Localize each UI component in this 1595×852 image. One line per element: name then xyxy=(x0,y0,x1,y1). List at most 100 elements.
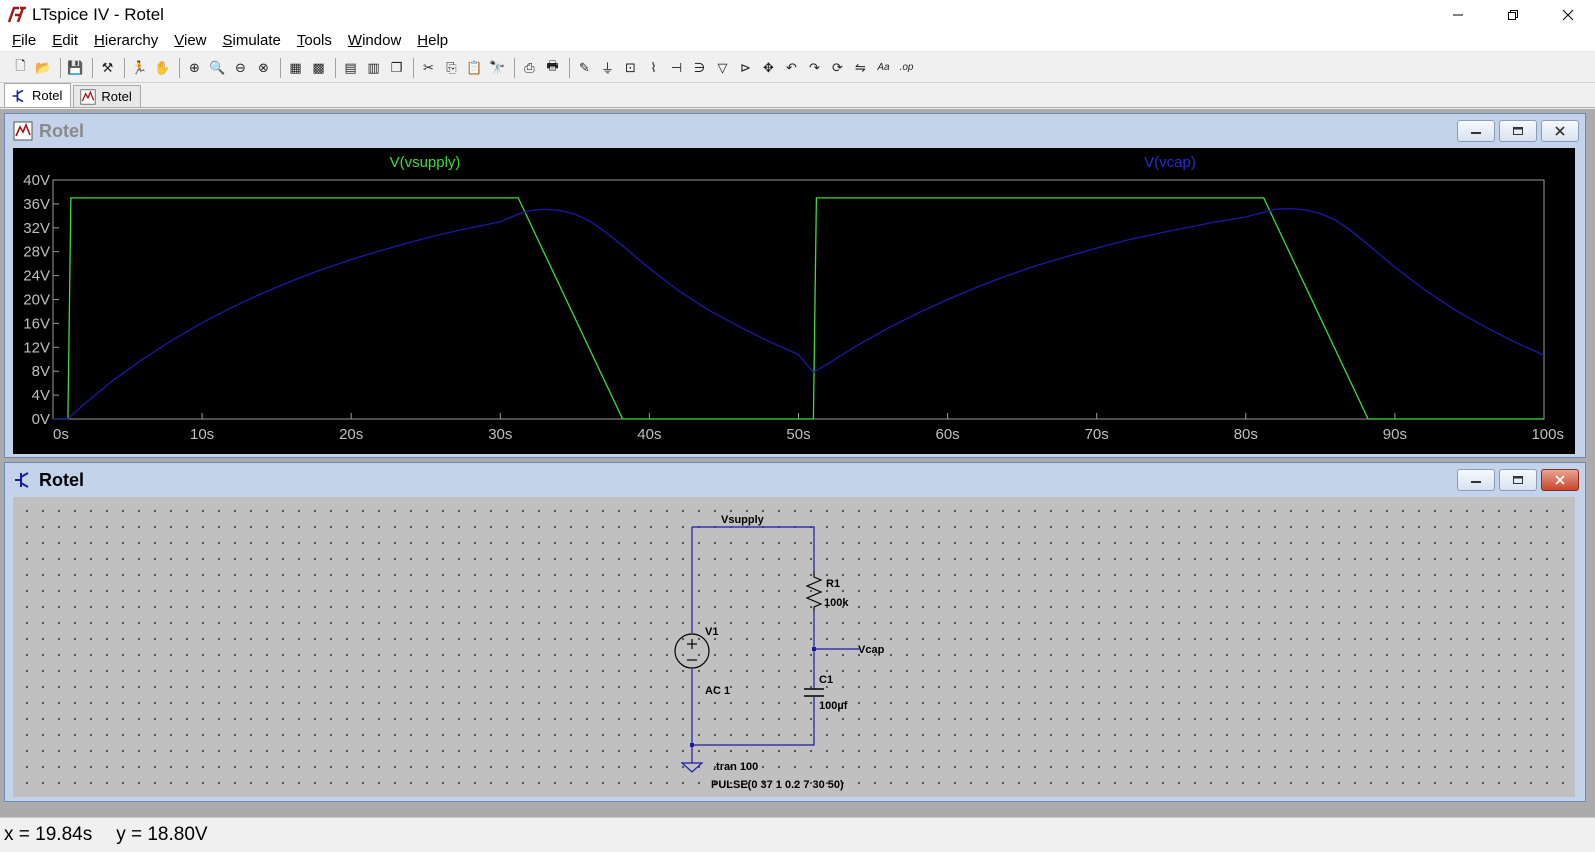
menu-help[interactable]: Help xyxy=(417,32,449,49)
zoom-area-icon: 🔍 xyxy=(209,59,226,75)
menu-tools[interactable]: Tools xyxy=(296,32,332,49)
c1-name[interactable]: C1 xyxy=(819,674,833,686)
undo-button[interactable]: ↶ xyxy=(781,57,802,79)
autorange-button[interactable]: ▦ xyxy=(285,57,306,79)
control-panel-button[interactable]: ⚒ xyxy=(97,57,118,79)
run-button[interactable]: 🏃 xyxy=(129,57,150,79)
schematic-drawing[interactable]: Vsupply Vcap R1 100k C1 100µf V1 AC 1 .t… xyxy=(13,497,1575,797)
tile-horizontal-button[interactable]: ▤ xyxy=(340,57,361,79)
zoom-fit-button[interactable]: ⊗ xyxy=(253,57,274,79)
wire-c1-to-bottom[interactable] xyxy=(692,697,815,746)
resistor-r1[interactable] xyxy=(805,571,823,611)
v1-name[interactable]: V1 xyxy=(705,626,718,638)
tab-waveform[interactable]: Rotel xyxy=(73,85,141,107)
resistor-button[interactable]: ⌇ xyxy=(643,57,664,79)
schematic-maximize-button[interactable] xyxy=(1499,469,1537,491)
print-setup-button[interactable]: ⎙ xyxy=(519,57,540,79)
open-icon: 📂 xyxy=(35,59,52,75)
rotate-button[interactable]: ⟳ xyxy=(827,57,848,79)
series-line-vvcap[interactable] xyxy=(53,208,1545,420)
spice-directive-tran[interactable]: .tran 100 xyxy=(713,761,758,773)
menu-file[interactable]: File xyxy=(12,32,37,49)
save-icon: 💾 xyxy=(67,59,84,75)
find-icon: 🔭 xyxy=(489,59,506,75)
c1-value[interactable]: 100µf xyxy=(819,700,848,712)
series-line-vvsupply[interactable] xyxy=(53,197,1544,420)
close-button[interactable] xyxy=(1540,0,1595,30)
open-button[interactable]: 📂 xyxy=(33,57,54,79)
schematic-canvas[interactable]: Vsupply Vcap R1 100k C1 100µf V1 AC 1 .t… xyxy=(13,497,1575,797)
schematic-close-button[interactable] xyxy=(1541,469,1579,491)
label-net-button[interactable]: ⊡ xyxy=(620,57,641,79)
cut-button[interactable]: ✂ xyxy=(418,57,439,79)
redo-button[interactable]: ↷ xyxy=(804,57,825,79)
new-schematic-button[interactable]: 🗋 xyxy=(10,57,31,79)
toolbar-separator xyxy=(179,57,180,78)
ground-button[interactable]: ⏚ xyxy=(597,57,618,79)
capacitor-button[interactable]: ⊣ xyxy=(666,57,687,79)
toolbar-separator xyxy=(60,57,61,78)
net-label-vsupply[interactable]: Vsupply xyxy=(721,514,765,526)
waveform-maximize-button[interactable] xyxy=(1499,120,1537,142)
trace-label-vvcap[interactable]: V(vcap) xyxy=(1144,154,1196,171)
zoom-area-button[interactable]: 🔍 xyxy=(207,57,228,79)
close-icon xyxy=(1562,9,1573,21)
pulse-spec[interactable]: PULSE(0 37 1 0.2 7 30 50) xyxy=(711,779,844,791)
grid-button[interactable]: ▩ xyxy=(308,57,329,79)
restore-button[interactable] xyxy=(1485,0,1540,30)
zoom-in-button[interactable]: ⊕ xyxy=(184,57,205,79)
paste-button[interactable]: 📋 xyxy=(464,57,485,79)
tab-schematic[interactable]: Rotel xyxy=(4,83,72,107)
save-button[interactable]: 💾 xyxy=(65,57,86,79)
pan-icon: ✋ xyxy=(154,59,171,75)
net-label-vcap[interactable]: Vcap xyxy=(858,644,885,656)
schematic-window[interactable]: Rotel xyxy=(4,462,1586,802)
v1-value[interactable]: AC 1 xyxy=(705,685,730,697)
trace-label-vvsupply[interactable]: V(vsupply) xyxy=(390,154,461,171)
waveform-close-button[interactable] xyxy=(1541,120,1579,142)
pan-button[interactable]: ✋ xyxy=(152,57,173,79)
mirror-button[interactable]: ⇋ xyxy=(850,57,871,79)
schematic-window-titlebar[interactable]: Rotel xyxy=(5,463,1585,497)
print-button[interactable]: 🖶 xyxy=(542,57,563,79)
minimize-icon xyxy=(1471,132,1481,134)
move-button[interactable]: ✥ xyxy=(758,57,779,79)
menu-view[interactable]: View xyxy=(174,32,207,49)
text-button[interactable]: Aa xyxy=(873,57,894,79)
spice-directive-button[interactable]: .op xyxy=(896,57,917,79)
copy-button[interactable]: ⎘ xyxy=(441,57,462,79)
tab-label: Rotel xyxy=(101,89,132,104)
cascade-button[interactable]: ❐ xyxy=(386,57,407,79)
y-tick-label: 40V xyxy=(23,172,50,189)
waveform-window-titlebar[interactable]: Rotel xyxy=(5,114,1585,148)
tile-vertical-button[interactable]: ▥ xyxy=(363,57,384,79)
cut-icon: ✂ xyxy=(423,59,434,75)
minimize-button[interactable] xyxy=(1430,0,1485,30)
menu-edit[interactable]: Edit xyxy=(52,32,79,49)
r1-name[interactable]: R1 xyxy=(826,578,840,590)
ground-icon[interactable] xyxy=(680,762,704,773)
r1-value[interactable]: 100k xyxy=(824,597,849,609)
zoom-out-button[interactable]: ⊖ xyxy=(230,57,251,79)
menu-hierarchy[interactable]: Hierarchy xyxy=(94,32,159,49)
find-button[interactable]: 🔭 xyxy=(487,57,508,79)
component-button[interactable]: ⊳ xyxy=(735,57,756,79)
minimize-icon xyxy=(1471,481,1481,483)
capacitor-c1[interactable] xyxy=(804,688,824,697)
menu-simulate[interactable]: Simulate xyxy=(222,32,281,49)
toolbar-separator xyxy=(124,57,125,78)
wire-button[interactable]: ✎ xyxy=(574,57,595,79)
voltage-source-v1[interactable] xyxy=(674,633,710,669)
menu-window[interactable]: Window xyxy=(347,32,402,49)
inductor-button[interactable]: ∋ xyxy=(689,57,710,79)
wire-top[interactable] xyxy=(692,526,815,571)
schematic-minimize-button[interactable] xyxy=(1457,469,1495,491)
diode-button[interactable]: ▽ xyxy=(712,57,733,79)
capacitor-icon: ⊣ xyxy=(670,59,683,75)
waveform-minimize-button[interactable] xyxy=(1457,120,1495,142)
label-net-icon: ⊡ xyxy=(625,59,636,75)
x-tick-label: 40s xyxy=(637,426,661,443)
